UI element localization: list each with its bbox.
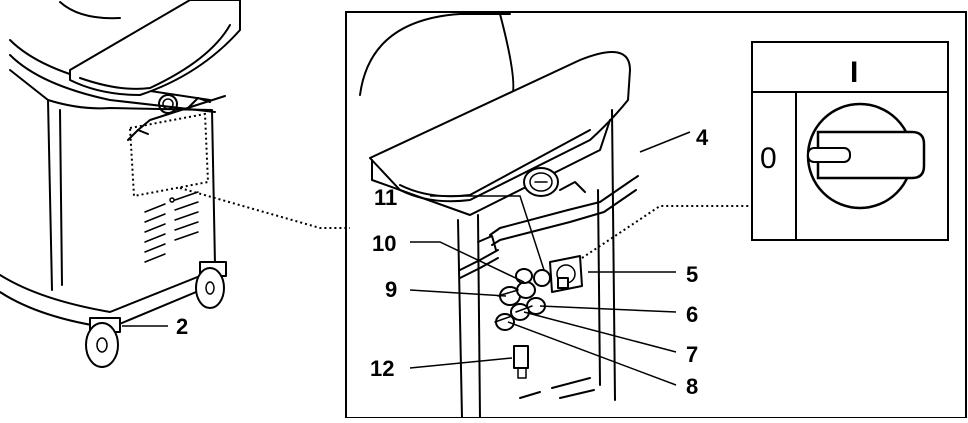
switch-inset-connector xyxy=(581,205,752,259)
inset-marker xyxy=(128,112,210,198)
switch-inset: I 0 xyxy=(751,41,949,241)
callout-10: 10 xyxy=(372,231,396,256)
callout-6: 6 xyxy=(686,302,698,327)
callout-2: 2 xyxy=(176,314,188,339)
callout-8: 8 xyxy=(686,374,698,399)
vent-slots xyxy=(144,191,199,263)
caster-wheel xyxy=(85,317,121,368)
callout-11: 11 xyxy=(374,185,397,210)
caster-wheel-rear xyxy=(195,261,227,309)
cart-overview: 2 xyxy=(0,0,241,368)
connector-12 xyxy=(513,345,529,379)
callout-9: 9 xyxy=(385,277,397,302)
rotary-knob-icon xyxy=(806,102,926,210)
callout-4: 4 xyxy=(696,125,709,150)
switch-on-label: I xyxy=(850,56,858,89)
switch-off-label: 0 xyxy=(760,142,777,175)
control-knobs xyxy=(494,268,551,331)
outlet-icon xyxy=(158,94,178,114)
leader-lines xyxy=(409,131,691,386)
detail-connector xyxy=(179,187,350,229)
main-switch xyxy=(549,255,583,293)
panel-detail xyxy=(359,13,639,419)
callout-5: 5 xyxy=(686,262,698,287)
callout-12: 12 xyxy=(370,356,394,381)
callout-7: 7 xyxy=(686,342,698,367)
